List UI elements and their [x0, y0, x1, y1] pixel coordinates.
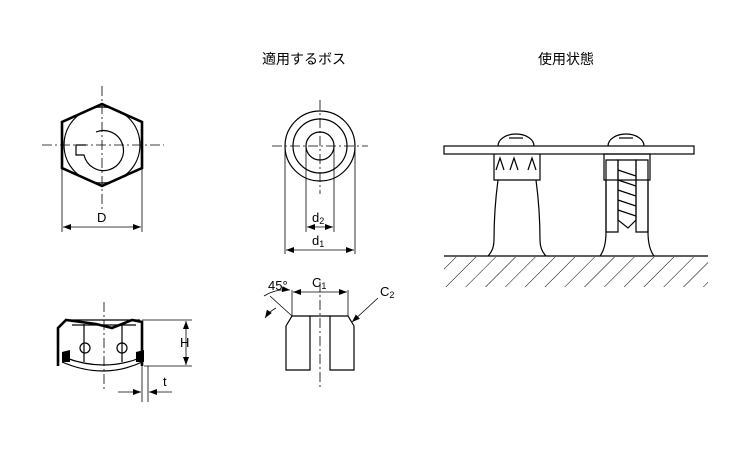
dimension-H: H: [180, 335, 189, 350]
dimension-C1: C1: [312, 275, 326, 291]
dimension-angle-45: 45°: [268, 278, 288, 293]
boss-top-view: d2 d1: [272, 100, 368, 254]
dimension-D: D: [97, 210, 106, 225]
boss-section-view: C1 45° C2: [263, 275, 394, 388]
insert-top-view: D: [42, 86, 164, 232]
dimension-d1: d1: [312, 233, 324, 249]
dimension-t: t: [163, 374, 167, 389]
heading-applicable-boss: 適用するボス: [262, 51, 346, 68]
heading-usage-state: 使用状態: [538, 51, 594, 68]
dimension-C2: C2: [380, 284, 394, 300]
usage-state-view: [443, 133, 708, 287]
insert-side-view: H t: [56, 302, 192, 402]
dimension-d2: d2: [312, 210, 324, 226]
